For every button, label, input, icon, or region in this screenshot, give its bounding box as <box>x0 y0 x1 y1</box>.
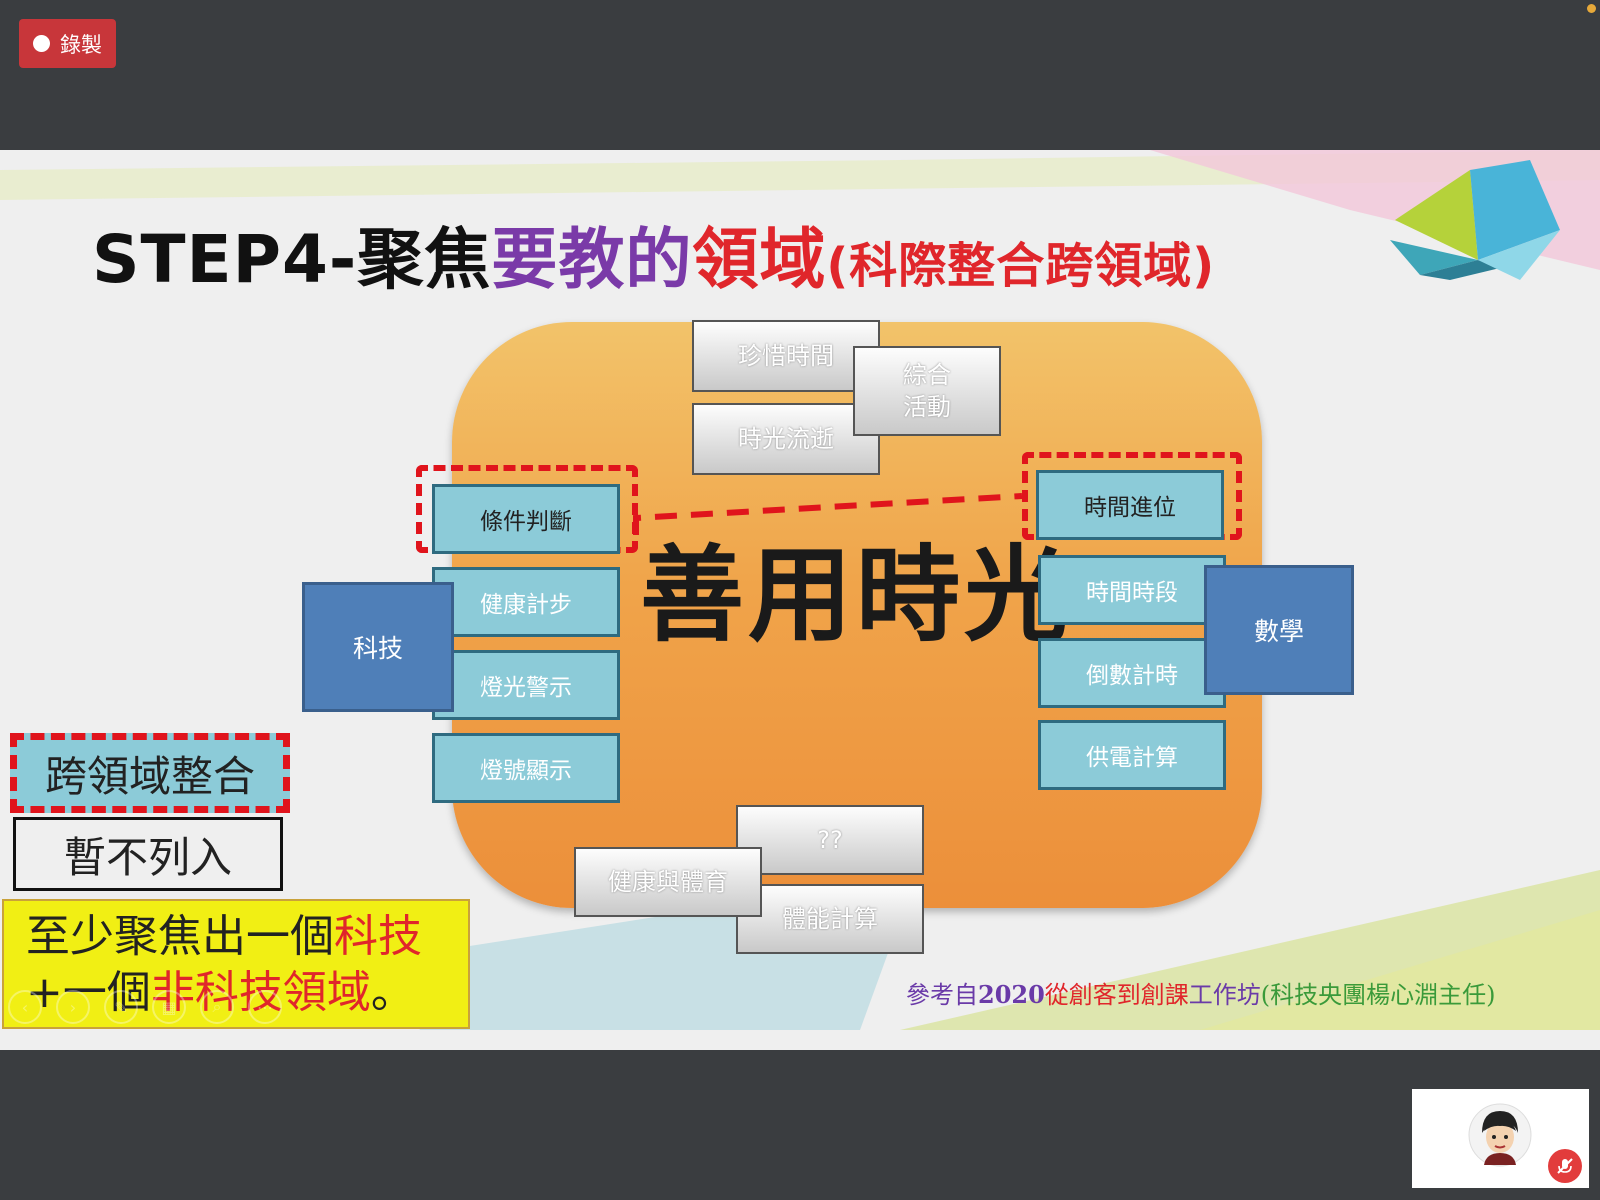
record-dot-icon <box>33 35 50 52</box>
box-health-pe: 健康與體育 <box>574 847 762 917</box>
next-slide-icon[interactable]: › <box>56 990 90 1024</box>
credit-workshop-name: 從創客到創課 <box>1045 981 1189 1009</box>
avatar <box>1468 1103 1532 1167</box>
note-text: 。 <box>371 967 415 1018</box>
credit-year: 2020 <box>978 980 1045 1009</box>
mic-muted-icon[interactable] <box>1548 1149 1582 1183</box>
record-label: 錄製 <box>60 29 102 59</box>
note-highlight: 科技 <box>334 911 422 962</box>
shared-slide: STEP4-聚焦要教的領域(科際整合跨領域) 善用時光 珍惜時間 時光流逝 綜合… <box>0 150 1600 1050</box>
box-unknown: ?? <box>736 805 924 875</box>
note-text: 至少聚焦出一個 <box>26 911 334 962</box>
zoom-icon[interactable]: ⌕ <box>200 990 234 1024</box>
grid-icon[interactable]: ▦ <box>152 990 186 1024</box>
more-icon[interactable]: ⋯ <box>248 990 282 1024</box>
status-dot-icon <box>1587 4 1596 13</box>
record-button[interactable]: 錄製 <box>19 19 116 68</box>
legend-exclude: 暫不列入 <box>13 817 283 891</box>
participant-video-tile[interactable] <box>1412 1089 1589 1188</box>
credit-author: (科技央團楊心淵主任) <box>1261 981 1496 1009</box>
credit-text: 工作坊 <box>1189 981 1261 1009</box>
pen-icon[interactable]: ✎ <box>104 990 138 1024</box>
slide-credit: 參考自2020從創客到創課工作坊(科技央團楊心淵主任) <box>906 975 1496 1010</box>
legend-cross-domain: 跨領域整合 <box>10 733 290 813</box>
note-line-1: 至少聚焦出一個科技 <box>26 909 468 965</box>
slide-nav-controls: ‹ › ✎ ▦ ⌕ ⋯ <box>8 990 282 1024</box>
box-fitness-calc: 體能計算 <box>736 884 924 954</box>
prev-slide-icon[interactable]: ‹ <box>8 990 42 1024</box>
credit-text: 參考自 <box>906 981 978 1009</box>
